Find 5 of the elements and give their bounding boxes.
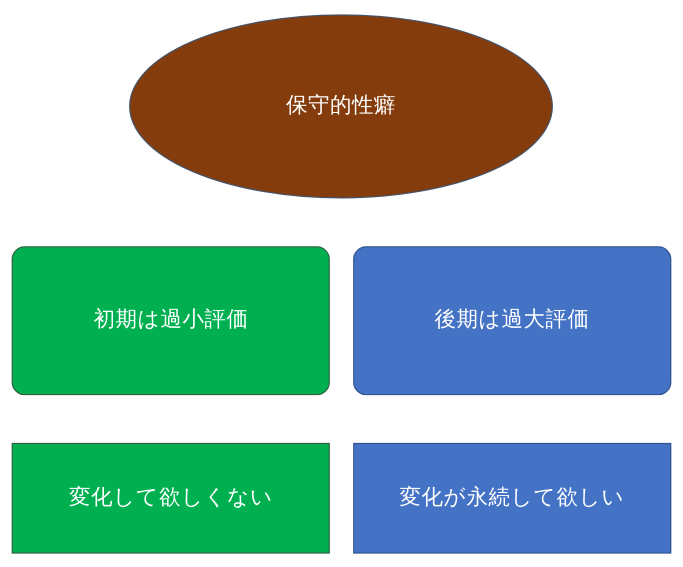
node-box: 変化が永続して欲しい [353,442,672,554]
node-box: 後期は過大評価 [353,246,672,395]
node-ellipse: 保守的性癖 [129,14,553,198]
node-box: 変化して欲しくない [12,442,330,554]
node-box: 初期は過小評価 [12,246,330,395]
